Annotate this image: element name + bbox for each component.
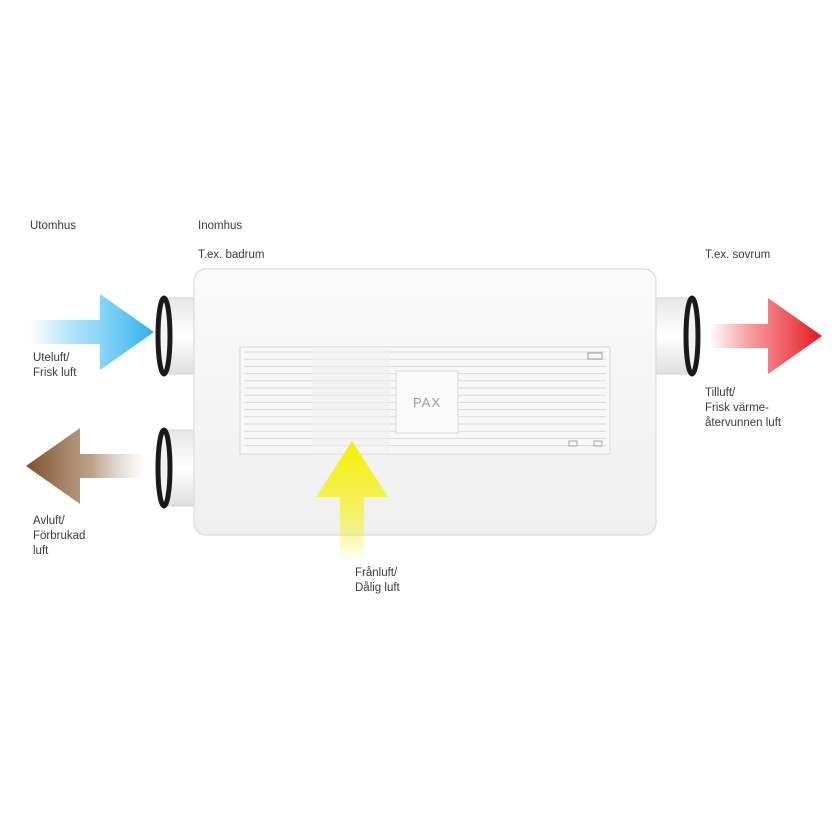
label-extract-air-line-2: Dålig luft bbox=[355, 582, 400, 594]
grille-center-panel bbox=[312, 347, 390, 454]
ventilation-unit: PAX bbox=[193, 268, 657, 536]
label-outdoor: Utomhus bbox=[30, 220, 77, 232]
label-supply-air-line-1: Tilluft/ bbox=[705, 387, 736, 399]
label-outdoor-air-line-2: Frisk luft bbox=[33, 367, 77, 379]
front-grille: PAX bbox=[239, 346, 611, 455]
label-outdoor-air-line-1: Uteluft/ bbox=[33, 352, 70, 364]
label-extract-air: Frånluft/ Dålig luft bbox=[355, 566, 400, 596]
label-outdoor-air: Uteluft/ Frisk luft bbox=[33, 351, 76, 381]
extract-air-arrow bbox=[316, 441, 388, 562]
label-exhaust-air-line-2: Förbrukad bbox=[33, 530, 86, 542]
sensor-icon-left bbox=[568, 440, 578, 447]
label-extract-air-line-1: Frånluft/ bbox=[355, 567, 398, 579]
pipe-right bbox=[649, 295, 701, 377]
logo-plate bbox=[395, 370, 459, 434]
exhaust-air-arrow bbox=[26, 428, 146, 504]
label-exhaust-air: Avluft/ Förbrukad luft bbox=[33, 514, 85, 559]
label-supply-air-line-3: återvunnen luft bbox=[705, 417, 782, 429]
label-indoor: Inomhus bbox=[198, 220, 243, 232]
label-exhaust-air-line-1: Avluft/ bbox=[33, 515, 65, 527]
outdoor-air-arrow bbox=[30, 294, 154, 370]
label-bedroom: T.ex. sovrum bbox=[705, 249, 771, 261]
supply-air-arrow bbox=[710, 298, 822, 374]
indicator-icon bbox=[587, 352, 603, 360]
label-bathroom: T.ex. badrum bbox=[198, 249, 265, 261]
sensor-icon-right bbox=[593, 440, 603, 447]
label-supply-air-line-2: Frisk värme- bbox=[705, 402, 769, 414]
label-exhaust-air-line-3: luft bbox=[33, 545, 49, 557]
label-supply-air: Tilluft/ Frisk värme- återvunnen luft bbox=[705, 386, 781, 431]
pax-logo: PAX bbox=[413, 395, 441, 410]
